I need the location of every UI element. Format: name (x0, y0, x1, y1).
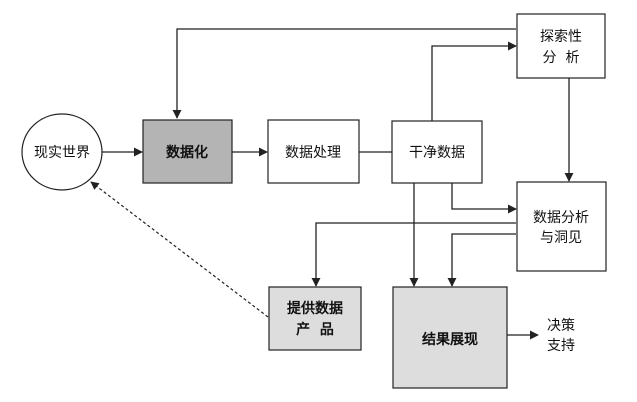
node-data-products-line2: 产 品 (296, 321, 334, 338)
node-decision-support-line2: 支持 (547, 338, 575, 354)
node-exploratory-analysis-line2: 分 析 (543, 50, 580, 66)
edge-clean-data-to-exploratory (431, 41, 517, 121)
node-clean-data-label: 干净数据 (409, 145, 465, 161)
node-decision-support: 决策 支持 (547, 317, 575, 354)
node-data-products-line1: 提供数据 (287, 300, 343, 317)
node-exploratory-analysis: 探索性 分 析 (516, 13, 606, 79)
node-data-analysis-insight-line2: 与洞见 (540, 230, 582, 246)
node-results-presentation: 结果展现 (392, 286, 508, 389)
node-datafication-label: 数据化 (166, 144, 208, 161)
edge-clean-data-to-analysis (451, 183, 517, 214)
edge-data-products-to-real-world (90, 181, 269, 318)
node-results-presentation-label: 结果展现 (422, 331, 478, 348)
node-data-analysis-insight: 数据分析 与洞见 (516, 181, 607, 272)
node-data-processing: 数据处理 (267, 119, 360, 184)
node-data-analysis-insight-line1: 数据分析 (533, 210, 589, 226)
node-real-world-label: 现实世界 (34, 145, 90, 161)
node-exploratory-analysis-line1: 探索性 (540, 28, 582, 45)
edge-exploratory-to-datafication (172, 28, 516, 119)
edge-analysis-to-data-products (311, 222, 516, 287)
node-data-processing-label: 数据处理 (285, 145, 341, 161)
node-data-products: 提供数据 产 品 (268, 286, 362, 351)
node-clean-data: 干净数据 (391, 120, 483, 184)
node-datafication: 数据化 (142, 119, 233, 184)
node-decision-support-line1: 决策 (547, 317, 575, 334)
edge-analysis-to-results (447, 233, 516, 287)
node-real-world: 现实世界 (21, 113, 103, 191)
